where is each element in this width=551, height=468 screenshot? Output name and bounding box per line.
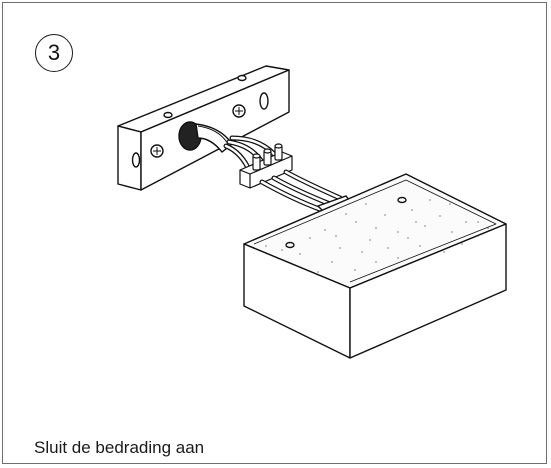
instruction-caption: Sluit de bedrading aan (34, 438, 205, 457)
driver-box (243, 173, 507, 359)
wires-output (259, 169, 343, 213)
step-number-badge: 3 (35, 34, 73, 72)
cable-sleeve (178, 121, 233, 153)
step-number: 3 (47, 40, 61, 65)
terminal-block (239, 143, 293, 189)
driver-texture (265, 199, 489, 273)
